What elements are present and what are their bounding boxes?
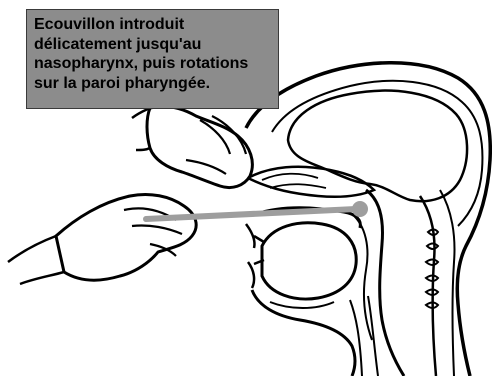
brain: [288, 91, 467, 202]
lower-lip: [248, 262, 254, 288]
upper-hand: [147, 106, 252, 187]
caption-line-1: Ecouvillon introduit: [34, 15, 272, 35]
pharynx-wall: [366, 190, 404, 376]
tongue: [262, 223, 356, 299]
caption-box: Ecouvillon introduit délicatement jusqu'…: [26, 9, 279, 109]
upper-lip: [246, 224, 255, 248]
jaw: [252, 290, 355, 376]
lower-sleeve: [8, 236, 64, 284]
caption-line-4: sur la paroi pharyngée.: [34, 74, 272, 94]
lower-hand: [56, 194, 196, 280]
caption-line-2: délicatement jusqu'au: [34, 35, 272, 55]
swab-tip: [352, 201, 368, 217]
spinal-cord: [420, 196, 436, 376]
caption-line-3: nasopharynx, puis rotations: [34, 54, 272, 74]
spinal-cord-edge: [440, 190, 454, 376]
turbinates: [262, 174, 326, 188]
jaw-inner: [270, 302, 334, 308]
